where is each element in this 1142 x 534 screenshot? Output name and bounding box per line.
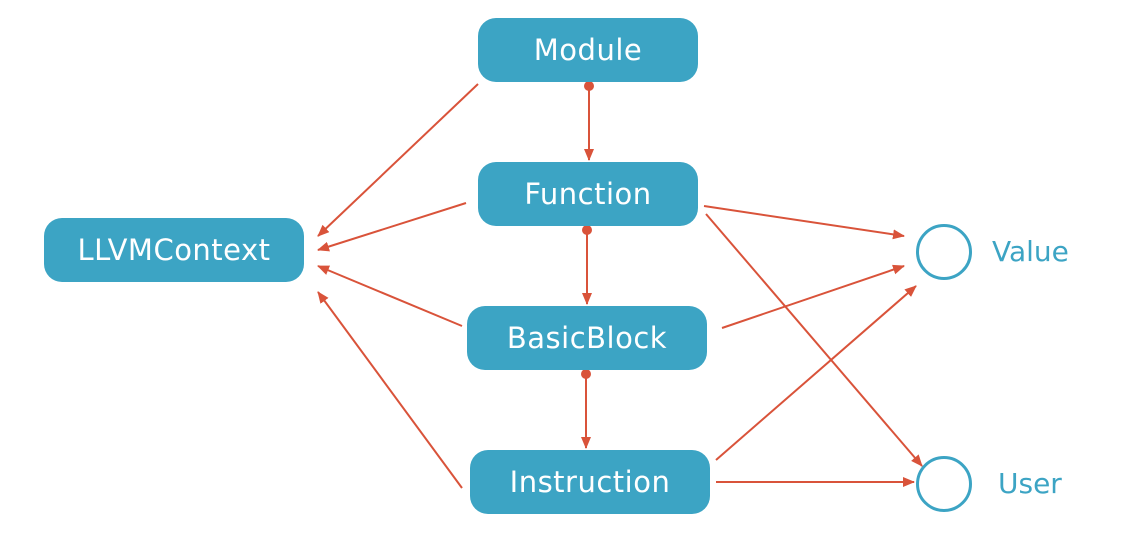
instruction-node: Instruction [470, 450, 710, 514]
llvmcontext-node: LLVMContext [44, 218, 304, 282]
value-circle-icon [916, 224, 972, 280]
dot-basicblock [581, 369, 591, 379]
dot-function [582, 225, 592, 235]
edge-instruction-context [317, 291, 463, 489]
edge-function-value [703, 205, 905, 240]
context-edges [317, 83, 479, 489]
user-circle-icon [916, 456, 972, 512]
edge-basicblock-context [317, 265, 463, 327]
edge-basicblock-value [721, 264, 905, 329]
hierarchy-origin-dots [581, 81, 594, 379]
user-label: User [998, 467, 1062, 500]
function-node: Function [478, 162, 698, 226]
value-edges [703, 205, 917, 461]
dot-module [584, 81, 594, 91]
value-label: Value [992, 235, 1069, 268]
basicblock-node: BasicBlock [467, 306, 707, 370]
edge-instruction-value [715, 285, 917, 461]
edge-function-context [317, 202, 467, 252]
edge-module-context [317, 83, 479, 237]
edge-function-user [705, 213, 923, 467]
module-node: Module [478, 18, 698, 82]
user-edges [705, 213, 923, 487]
hierarchy-edges [581, 86, 594, 449]
